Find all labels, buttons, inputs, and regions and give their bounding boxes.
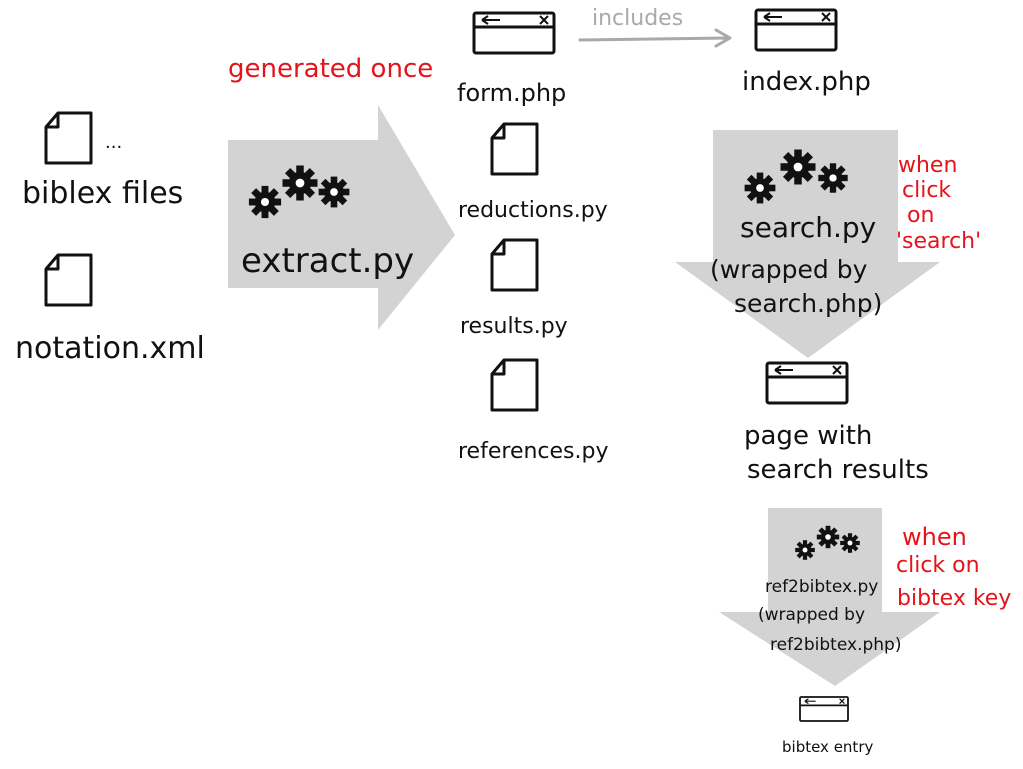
- ref2bibtex-label: ref2bibtex.py: [765, 577, 878, 597]
- search-arrow: search.py (wrapped by search.php): [675, 130, 940, 358]
- notation-node: notation.xml: [15, 253, 205, 366]
- browser-window-icon: [754, 8, 838, 52]
- index-node: index.php: [742, 8, 871, 97]
- file-icon: [44, 111, 93, 165]
- bibtex-entry-node: bibtex entry: [782, 696, 873, 756]
- browser-window-icon: [799, 696, 849, 722]
- reductions-node: reductions.py: [458, 122, 608, 223]
- search-wrapped-1: (wrapped by: [710, 255, 868, 284]
- browser-window-icon: [472, 11, 556, 55]
- reductions-label: reductions.py: [458, 198, 608, 223]
- index-label: index.php: [742, 67, 871, 97]
- when-key-note: when click on bibtex key: [896, 523, 1011, 611]
- form-node: form.php: [457, 11, 566, 107]
- ellipsis-label: ...: [105, 132, 122, 153]
- ref2bibtex-wrapped-2: ref2bibtex.php): [770, 635, 901, 655]
- form-label: form.php: [457, 79, 566, 107]
- ref2bibtex-arrow: ref2bibtex.py (wrapped by ref2bibtex.php…: [719, 508, 940, 686]
- when-search-line-3: on: [907, 203, 934, 228]
- bibtex-entry-label: bibtex entry: [782, 738, 873, 756]
- search-label: search.py: [740, 211, 876, 244]
- results-page-node: page with search results: [744, 361, 929, 485]
- when-key-line-3: bibtex key: [897, 586, 1011, 611]
- search-results-label: search results: [747, 455, 929, 485]
- includes-label: includes: [592, 6, 683, 31]
- extract-label: extract.py: [241, 241, 414, 281]
- bibtex-files-label: biblex files: [22, 176, 183, 211]
- references-node: references.py: [458, 358, 609, 464]
- when-search-line-1: when: [898, 153, 957, 178]
- ref2bibtex-wrapped-1: (wrapped by: [758, 605, 865, 625]
- when-key-line-2: click on: [896, 553, 980, 578]
- page-with-label: page with: [744, 421, 872, 451]
- browser-window-icon: [765, 361, 849, 405]
- when-search-note: when click on 'search': [896, 153, 981, 254]
- notation-label: notation.xml: [15, 331, 205, 366]
- when-key-line-1: when: [902, 523, 967, 551]
- generated-once-label: generated once: [228, 54, 433, 84]
- when-search-line-2: click: [902, 178, 951, 203]
- results-node: results.py: [460, 238, 568, 339]
- search-wrapped-2: search.php): [734, 289, 882, 318]
- when-search-line-4: 'search': [896, 229, 981, 254]
- results-label: results.py: [460, 314, 568, 339]
- extract-arrow: generated once extract.py: [228, 54, 455, 330]
- file-icon: [490, 122, 539, 176]
- references-label: references.py: [458, 439, 609, 464]
- file-icon: [44, 253, 93, 307]
- bibtex-files-node: ... biblex files: [22, 111, 183, 211]
- file-icon: [490, 358, 539, 412]
- includes-arrow: includes: [578, 6, 732, 48]
- file-icon: [490, 238, 539, 292]
